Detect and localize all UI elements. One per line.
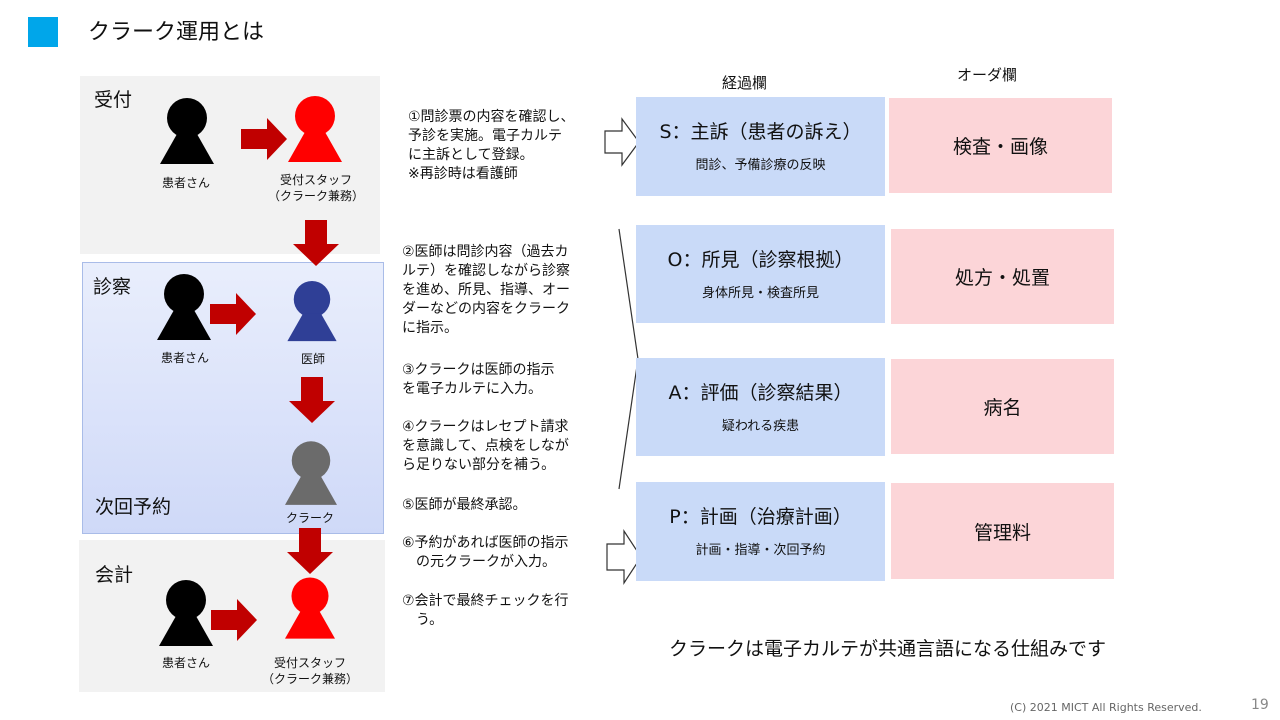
bottom-message: クラークは電子カルテが共通言語になる仕組みです <box>669 638 1107 660</box>
reception-label: 受付 <box>94 89 133 111</box>
next-appointment-label: 次回予約 <box>95 496 172 518</box>
step-2: ②医師は問診内容（過去カ ルテ）を確認しながら診察 を進め、所見、指導、オー ダ… <box>402 244 570 336</box>
soap-o-title: O：所見（診察根拠） <box>667 249 854 271</box>
patient-icon-reception <box>160 98 214 164</box>
soap-p-box: P：計画（治療計画） 計画・指導・次回予約 <box>636 482 885 581</box>
order-column-header: オーダ欄 <box>957 66 1018 84</box>
step-6: ⑥予約があれば医師の指示 の元クラークが入力。 <box>402 535 569 570</box>
page-number: 19 <box>1251 697 1269 713</box>
copyright: (C) 2021 MICT All Rights Reserved. <box>1010 701 1202 714</box>
title-marker <box>28 17 58 47</box>
soap-s-box: S：主訴（患者の訴え） 問診、予備診療の反映 <box>636 97 885 196</box>
soap-a-sub: 疑われる疾患 <box>721 419 800 434</box>
patient-label-exam: 患者さん <box>160 351 210 365</box>
soap-a-title: A：評価（診察結果） <box>668 382 853 404</box>
staff-icon-accounting <box>285 577 335 639</box>
clerk-label: クラーク <box>285 511 335 525</box>
arrow-down-3 <box>287 528 333 574</box>
arrow-right-exam <box>210 293 256 335</box>
soap-p-title: P：計画（治療計画） <box>669 506 852 528</box>
soap-s-title: S：主訴（患者の訴え） <box>659 121 862 143</box>
doctor-icon <box>287 281 337 342</box>
step-1: ①問診票の内容を確認し、 予診を実施。電子カルテ に主訴として登録。 ※再診時は… <box>408 109 575 182</box>
staff-label-reception: 受付スタッフ （クラーク兼務） <box>267 173 365 203</box>
doctor-label: 医師 <box>300 352 326 366</box>
soap-a-box: A：評価（診察結果） 疑われる疾患 <box>636 358 885 456</box>
soap-s-sub: 問診、予備診療の反映 <box>695 158 826 173</box>
clerk-icon <box>285 441 337 505</box>
patient-label-accounting: 患者さん <box>161 656 211 670</box>
page-title: クラーク運用とは <box>88 20 265 45</box>
step-5: ⑤医師が最終承認。 <box>402 497 527 513</box>
step-7: ⑦会計で最終チェックを行 う。 <box>402 593 569 628</box>
arrow-right-reception <box>241 118 287 160</box>
outline-arrow-s <box>604 117 640 167</box>
exam-label: 診察 <box>93 276 132 298</box>
soap-o-sub: 身体所見・検査所見 <box>701 286 819 301</box>
staff-label-accounting: 受付スタッフ （クラーク兼務） <box>261 656 359 686</box>
step-4: ④クラークはレセプト請求 を意識して、点検をしなが ら足りない部分を補う。 <box>402 419 569 473</box>
patient-label-reception: 患者さん <box>161 176 211 190</box>
patient-icon-exam <box>157 274 211 340</box>
order-box-fee: 管理料 <box>891 483 1114 579</box>
staff-icon-reception <box>288 96 342 162</box>
accounting-label: 会計 <box>95 564 134 586</box>
arrow-down-2 <box>289 377 335 423</box>
soap-p-sub: 計画・指導・次回予約 <box>695 543 826 558</box>
outline-arrow-p <box>606 528 642 586</box>
arrow-right-accounting <box>211 599 257 641</box>
order-box-prescription: 処方・処置 <box>891 229 1114 324</box>
arrow-down-1 <box>293 220 339 266</box>
order-box-tests: 検査・画像 <box>889 98 1112 193</box>
soap-o-box: O：所見（診察根拠） 身体所見・検査所見 <box>636 225 885 323</box>
step-3: ③クラークは医師の指示 を電子カルテに入力。 <box>402 362 555 397</box>
progress-column-header: 経過欄 <box>722 74 768 92</box>
patient-icon-accounting <box>159 580 213 646</box>
order-box-diagnosis: 病名 <box>891 359 1114 454</box>
